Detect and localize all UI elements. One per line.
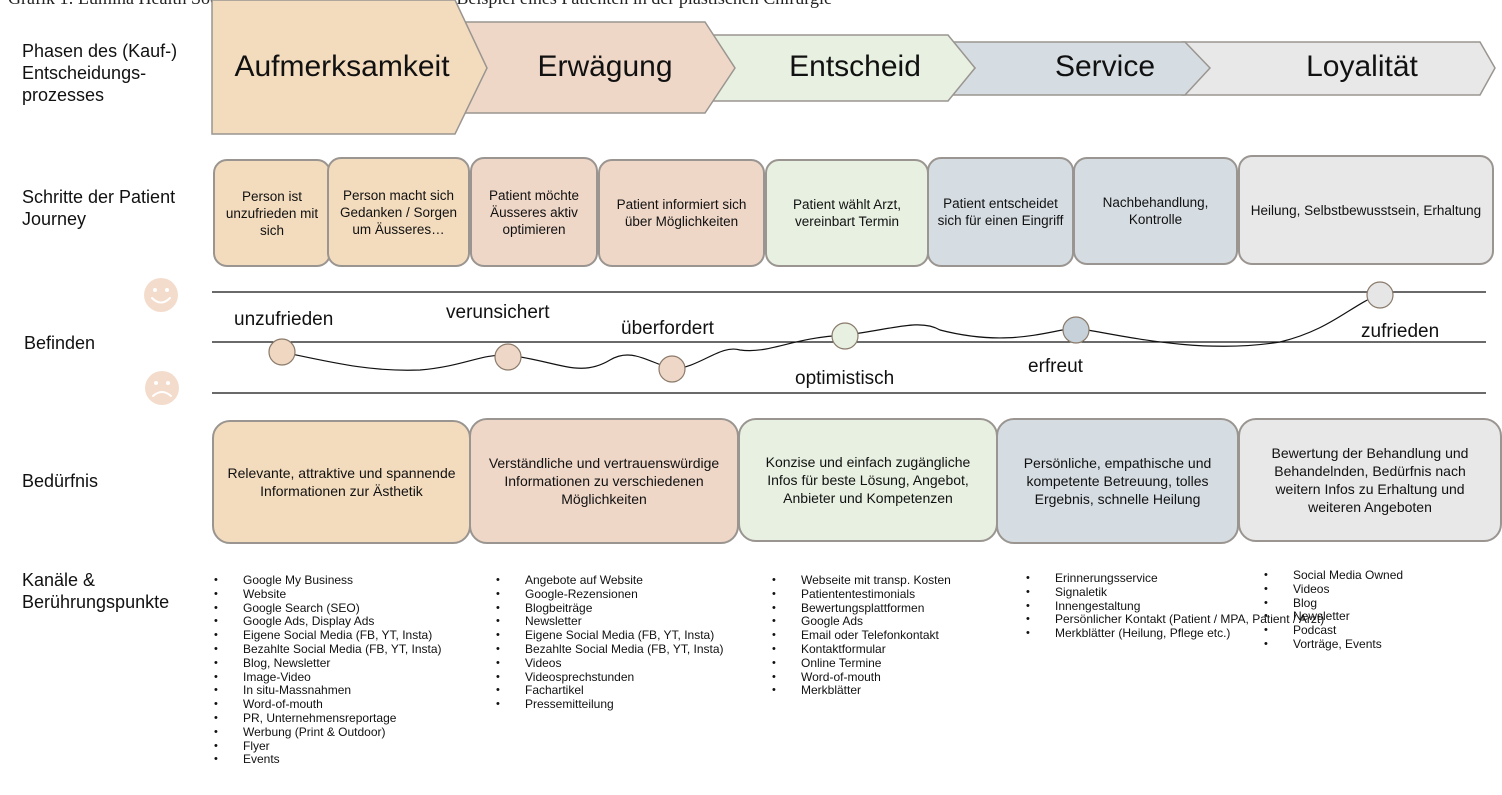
journey-step: Person ist unzufrieden mit sich (213, 159, 331, 267)
phase-label-aufmerksamkeit: Aufmerksamkeit (234, 50, 450, 83)
journey-step: Patient entscheidet sich für einen Eingr… (927, 157, 1074, 267)
journey-step: Heilung, Selbstbewusstsein, Erhaltung (1238, 155, 1494, 265)
journey-step: Patient wählt Arzt, vereinbart Termin (765, 159, 929, 267)
mood-label-zufrieden: zufrieden (1361, 321, 1440, 342)
channel-item: Videos (1262, 582, 1492, 597)
mood-dot-erfreut (1062, 316, 1090, 344)
channel-item: Google Search (SEO) (212, 601, 472, 616)
channel-item: Vorträge, Events (1262, 637, 1492, 652)
row-label-steps: Schritte der Patient Journey (22, 187, 176, 229)
channel-list-entscheid: Webseite mit transp. KostenPatiententest… (770, 573, 985, 698)
channel-item: Innengestaltung (1024, 599, 1264, 614)
mood-label-optimistisch: optimistisch (795, 368, 895, 389)
channel-item: Bezahlte Social Media (FB, YT, Insta) (212, 642, 472, 657)
channel-item: Newsletter (494, 615, 754, 629)
journey-step: Patient informiert sich über Möglichkeit… (598, 159, 765, 267)
channel-item: Newsletter (1262, 610, 1492, 624)
channel-item: Word-of-mouth (770, 670, 985, 685)
channel-item: Pressemitteilung (494, 697, 754, 712)
mood-curve-chart (144, 278, 1486, 405)
phase-label-erwaegung: Erwägung (537, 50, 673, 83)
row-label-channels: Kanäle & Berührungspunkte (22, 570, 170, 612)
channel-item: Website (212, 587, 472, 602)
mood-label-unzufrieden: unzufrieden (234, 309, 334, 330)
journey-step: Person macht sich Gedanken / Sorgen um Ä… (327, 157, 470, 267)
mood-dot-ueberfordert (658, 355, 686, 383)
need-box: Relevante, attraktive und spannende Info… (212, 420, 471, 544)
channel-item: Fachartikel (494, 684, 754, 698)
channel-item: Merkblätter (770, 684, 985, 698)
mood-dot-zufrieden (1366, 281, 1394, 309)
happy-face-icon (144, 278, 178, 312)
mood-dot-unzufrieden (268, 338, 296, 366)
channel-item: Events (212, 753, 472, 767)
channel-item: Bezahlte Social Media (FB, YT, Insta) (494, 642, 754, 657)
phase-label-service: Service (1054, 50, 1156, 83)
need-box: Bewertung der Behandlung und Behandelnde… (1238, 418, 1502, 542)
need-box: Verständliche und vertrauenswürdige Info… (469, 418, 739, 544)
mood-label-erfreut: erfreut (1028, 356, 1083, 377)
channel-item: Google-Rezensionen (494, 587, 754, 602)
mood-dot-verunsichert (494, 343, 522, 371)
channel-item: Social Media Owned (1262, 568, 1492, 583)
need-box: Konzise und einfach zugängliche Infos fü… (738, 418, 998, 542)
channel-list-service: ErinnerungsserviceSignaletikInnengestalt… (1024, 571, 1324, 641)
channel-item: Podcast (1262, 623, 1492, 638)
channel-item: Eigene Social Media (FB, YT, Insta) (212, 628, 472, 643)
phase-chevrons (211, 0, 1496, 135)
channel-item: Signaletik (1024, 585, 1264, 600)
channel-item: Bewertungsplattformen (770, 601, 985, 616)
mood-curve (281, 293, 1381, 371)
channel-item: Email oder Telefonkontakt (770, 628, 985, 643)
row-label-needs: Bedürfnis (22, 471, 99, 491)
channel-item: Patiententestimonials (770, 587, 985, 602)
channel-item: Online Termine (770, 656, 985, 671)
channel-item: Webseite mit transp. Kosten (770, 573, 985, 588)
channel-item: Kontaktformular (770, 642, 985, 657)
channel-item: Google Ads (770, 615, 985, 629)
channel-item: Blog (1262, 596, 1492, 611)
mood-label-ueberfordert: überfordert (621, 318, 714, 339)
row-label-phases: Phasen des (Kauf-) Entscheidungs-prozess… (22, 41, 178, 105)
row-label-mood: Befinden (24, 333, 96, 353)
channel-item: PR, Unternehmensreportage (212, 711, 472, 726)
sad-face-icon (145, 371, 179, 405)
phase-label-entscheid: Entscheid (789, 50, 921, 83)
journey-step: Nachbehandlung, Kontrolle (1073, 157, 1238, 265)
channel-item: Google My Business (212, 573, 472, 588)
channel-item: Eigene Social Media (FB, YT, Insta) (494, 628, 754, 643)
channel-item: Merkblätter (Heilung, Pflege etc.) (1024, 626, 1264, 641)
channel-item: Videos (494, 656, 754, 671)
channel-item: Werbung (Print & Outdoor) (212, 725, 472, 740)
channel-item: Word-of-mouth (212, 697, 472, 712)
need-box: Persönliche, empathische und kompetente … (996, 418, 1239, 544)
journey-step: Patient möchte Äusseres aktiv optimieren (470, 157, 598, 267)
phase-chevron-aufmerksamkeit (211, 0, 488, 135)
channel-item: Google Ads, Display Ads (212, 615, 472, 629)
channel-item: Erinnerungsservice (1024, 571, 1264, 586)
channel-item: Blog, Newsletter (212, 656, 472, 671)
mood-dot-optimistisch (831, 322, 859, 350)
channel-item: Persönlicher Kontakt (Patient / MPA, Pat… (1024, 613, 1324, 627)
channel-list-erwaegung: Angebote auf WebsiteGoogle-RezensionenBl… (494, 573, 754, 712)
channel-item: Videosprechstunden (494, 670, 754, 685)
phase-label-loyalitaet: Loyalität (1306, 50, 1418, 83)
mood-label-verunsichert: verunsichert (446, 302, 550, 323)
channel-item: In situ-Massnahmen (212, 684, 472, 698)
channel-list-loyalitaet: Social Media OwnedVideosBlogNewsletterPo… (1262, 568, 1492, 652)
channel-item: Angebote auf Website (494, 573, 754, 588)
channel-item: Image-Video (212, 670, 472, 685)
channel-list-aufmerksamkeit: Google My BusinessWebsiteGoogle Search (… (212, 573, 472, 767)
channel-item: Flyer (212, 739, 472, 754)
channel-item: Blogbeiträge (494, 601, 754, 616)
